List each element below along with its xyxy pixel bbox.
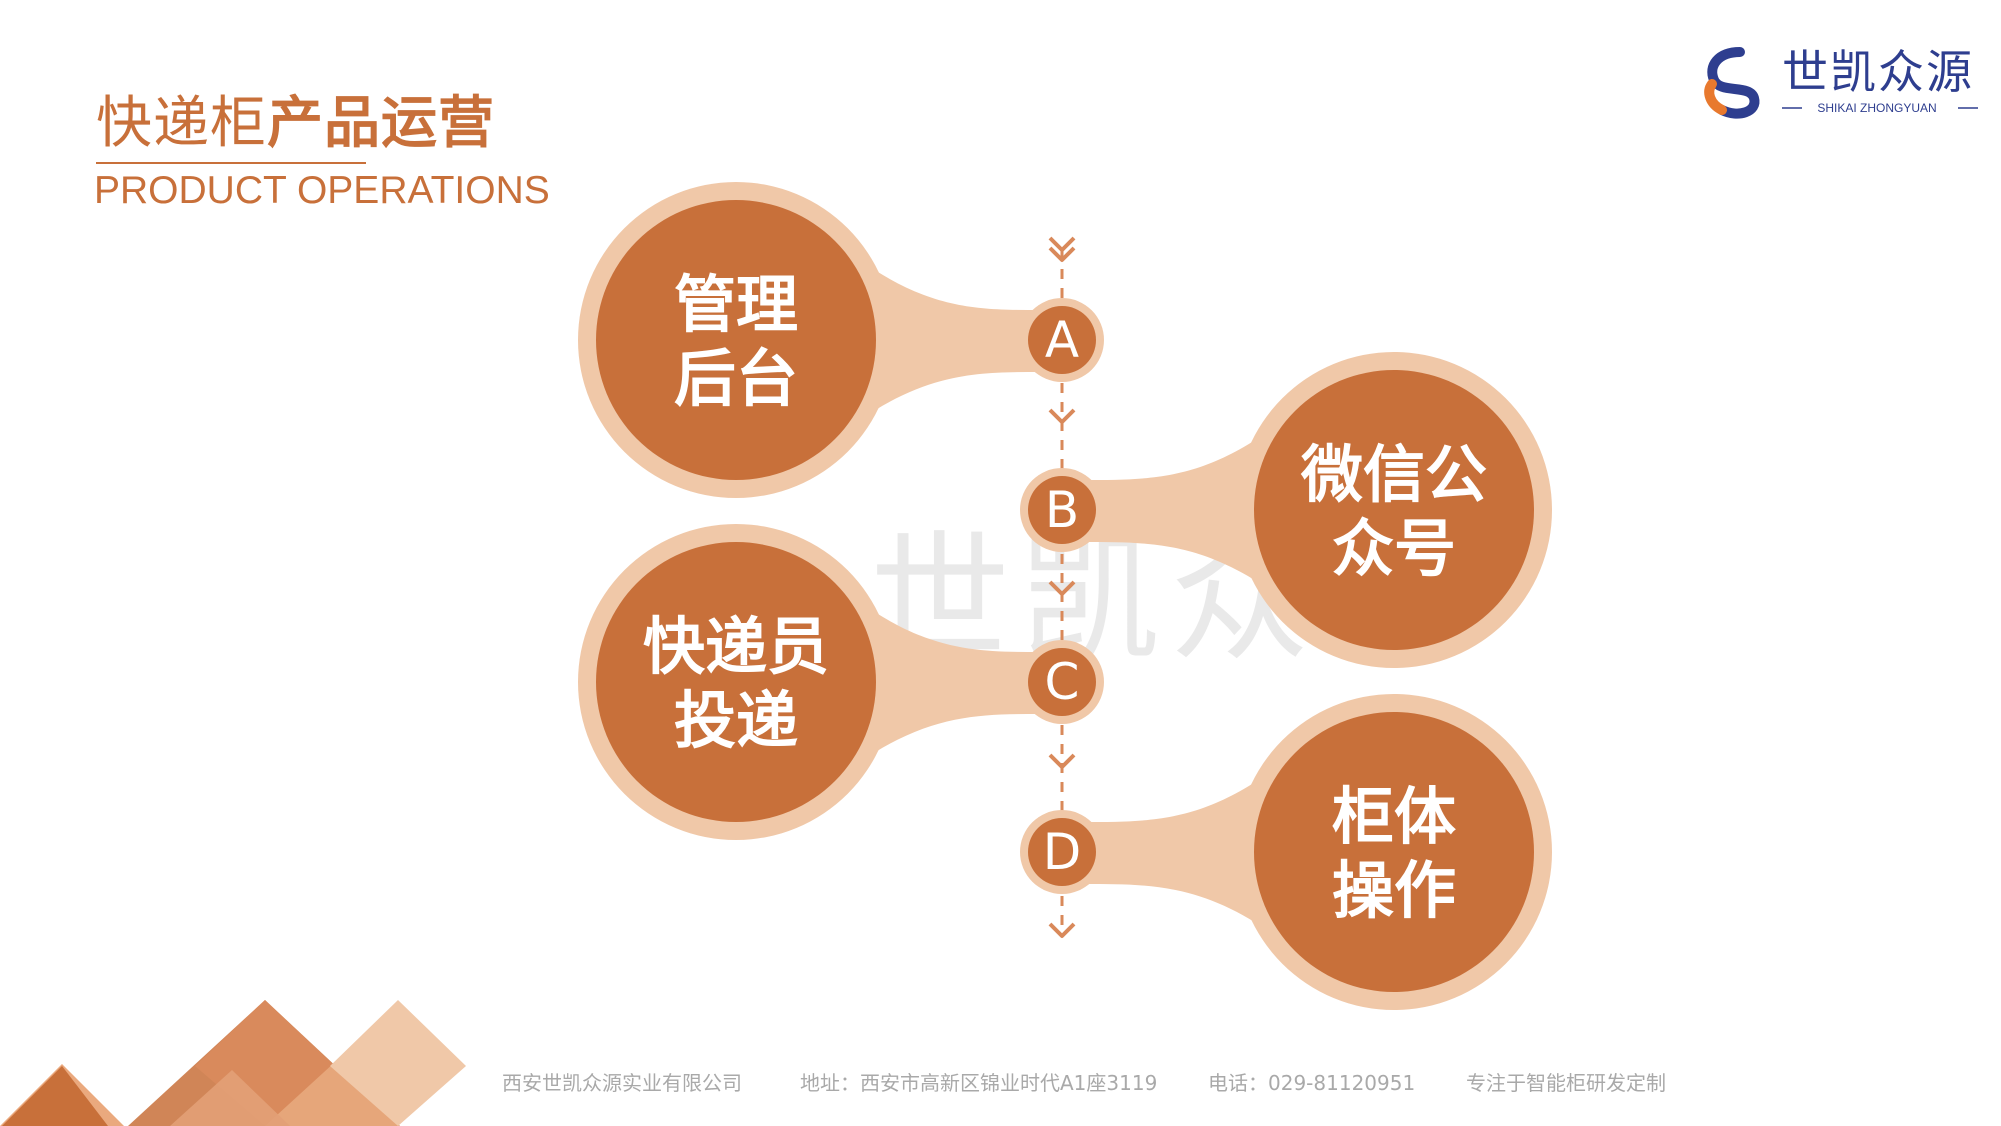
step-c-graphic (578, 524, 1104, 840)
logo-subtitle: SHIKAI ZHONGYUAN (1817, 101, 1937, 115)
title-regular: 快递柜 (96, 91, 267, 156)
chevron-down-icon (1048, 408, 1076, 424)
chevron-down-icon (1048, 922, 1076, 938)
footer-phone: 电话：029-81120951 (1208, 1071, 1416, 1095)
step-d-line2: 操作 (1331, 854, 1456, 927)
logo-name: 世凯众源 (1782, 45, 1974, 99)
step-d-line1: 柜体 (1331, 780, 1456, 853)
step-a-line2: 后台 (673, 342, 798, 415)
step-b-line2: 众号 (1331, 512, 1456, 585)
step-b-graphic (1020, 352, 1552, 668)
page-title: 快递柜产品运营 (96, 88, 495, 160)
chevron-down-icon (1048, 580, 1076, 596)
step-a-letter: A (1044, 311, 1080, 369)
footer-slogan: 专注于智能柜研发定制 (1466, 1071, 1666, 1095)
step-a-line1: 管理 (673, 268, 798, 341)
step-c-letter: C (1044, 653, 1080, 711)
step-d-letter: D (1042, 823, 1082, 881)
step-c-label: 快递员 投递 (626, 610, 846, 758)
step-c-line1: 快递员 (642, 610, 829, 683)
footer-company: 西安世凯众源实业有限公司 (502, 1071, 742, 1095)
step-a-graphic (578, 182, 1104, 498)
decorative-triangles (0, 1000, 466, 1126)
company-logo-icon (1704, 47, 1978, 119)
step-c-line2: 投递 (673, 684, 798, 757)
chevron-down-icon (1048, 246, 1076, 262)
step-a-label: 管理 后台 (626, 268, 846, 416)
chevron-down-icon (1048, 236, 1076, 252)
title-divider (96, 162, 366, 164)
footer-address: 地址：西安市高新区锦业时代A1座3119 (800, 1071, 1158, 1095)
step-d-label: 柜体 操作 (1284, 780, 1504, 928)
step-d-graphic (1020, 694, 1552, 1010)
step-b-line1: 微信公 (1300, 438, 1487, 511)
step-b-label: 微信公 众号 (1284, 438, 1504, 586)
page-subtitle: PRODUCT OPERATIONS (94, 169, 550, 212)
title-bold: 产品运营 (267, 91, 495, 156)
chevron-down-icon (1048, 753, 1076, 769)
step-b-letter: B (1044, 481, 1080, 539)
